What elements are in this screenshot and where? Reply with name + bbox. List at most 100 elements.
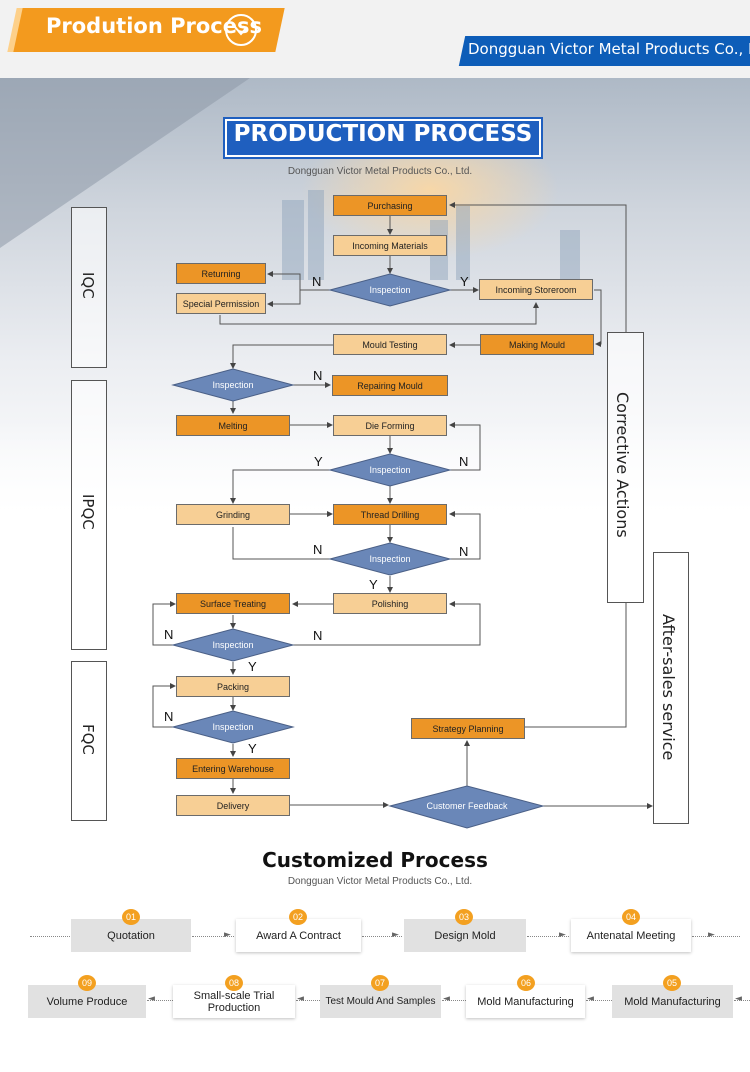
title-banner [225, 119, 541, 157]
building [560, 230, 580, 280]
node-die-forming: Die Forming [333, 415, 447, 436]
arrow-icon: ◄ [297, 994, 304, 1004]
step-mold-manufacturing-06: Mold Manufacturing [466, 985, 585, 1018]
node-incoming-materials: Incoming Materials [333, 235, 447, 256]
node-incoming-storeroom: Incoming Storeroom [479, 279, 593, 300]
dotted-connector [527, 936, 569, 937]
node-repairing-mould: Repairing Mould [332, 375, 448, 396]
dotted-connector [362, 936, 402, 937]
inspection-label: Inspection [212, 722, 254, 732]
dotted-connector [30, 936, 70, 937]
inspection-label: Inspection [212, 640, 254, 650]
building [282, 200, 304, 280]
building [456, 206, 470, 280]
decision-diamond [388, 785, 545, 829]
step-number: 04 [622, 909, 640, 925]
node-entering-warehouse: Entering Warehouse [176, 758, 290, 779]
dotted-connector [692, 936, 740, 937]
decision-diamond [328, 453, 452, 487]
dotted-connector [296, 1000, 320, 1001]
flow-connectors [152, 202, 653, 829]
node-special-permission: Special Permission [176, 293, 266, 314]
dotted-connector [586, 1000, 612, 1001]
after-sales-box [653, 552, 689, 824]
node-grinding: Grinding [176, 504, 290, 525]
step-small-scale-trial: Small-scale Trial Production [173, 985, 295, 1018]
stage-fqc-label: FQC [79, 724, 97, 755]
decision-diamond [328, 273, 452, 307]
customized-subtitle: Dongguan Victor Metal Products Co., Ltd. [287, 876, 473, 887]
node-strategy-planning: Strategy Planning [411, 718, 525, 739]
inspection-label: Inspection [369, 554, 411, 564]
node-polishing: Polishing [333, 593, 447, 614]
customer-feedback-label: Customer Feedback [426, 801, 508, 811]
stage-iqc [71, 207, 107, 368]
no-label: N [313, 368, 323, 383]
customized-title: Customized Process [262, 848, 488, 872]
step-number: 09 [78, 975, 96, 991]
decision-diamond [171, 710, 295, 744]
arrow-icon: ◄ [148, 994, 155, 1004]
step-mold-manufacturing-05: Mold Manufacturing [612, 985, 733, 1018]
yes-label: Y [369, 577, 378, 592]
stage-ipqc [71, 380, 107, 650]
node-returning: Returning [176, 263, 266, 284]
node-surface-treating: Surface Treating [176, 593, 290, 614]
arrow-icon: ◄ [587, 994, 594, 1004]
inspection-label: Inspection [369, 465, 411, 475]
dotted-connector [147, 1000, 173, 1001]
inspection-label: Inspection [212, 380, 254, 390]
node-making-mould: Making Mould [480, 334, 594, 355]
yes-label: Y [314, 454, 323, 469]
node-packing: Packing [176, 676, 290, 697]
step-design-mold: Design Mold [404, 919, 526, 952]
no-label: N [459, 544, 469, 559]
yes-label: Y [248, 741, 257, 756]
step-number: 02 [289, 909, 307, 925]
step-award-contract: Award A Contract [236, 919, 361, 952]
dotted-connector [734, 1000, 750, 1001]
decision-diamond [171, 368, 295, 402]
building [308, 190, 324, 280]
step-volume-produce: Volume Produce [28, 985, 146, 1018]
header-company: Dongguan Victor Metal Products Co., Ltd. [468, 40, 750, 58]
no-label: N [313, 628, 323, 643]
stage-ipqc-label: IPQC [79, 494, 97, 530]
node-melting: Melting [176, 415, 290, 436]
no-label: N [164, 709, 174, 724]
diagram-subtitle: Dongguan Victor Metal Products Co., Ltd. [287, 166, 473, 177]
step-number: 07 [371, 975, 389, 991]
yes-label: Y [460, 274, 469, 289]
decision-diamond [171, 628, 295, 662]
arrow-icon: ◄ [735, 994, 742, 1004]
step-number: 06 [517, 975, 535, 991]
arrow-icon: ► [224, 930, 231, 940]
arrow-icon: ► [392, 930, 399, 940]
step-number: 01 [122, 909, 140, 925]
step-test-mould: Test Mould And Samples [320, 985, 441, 1018]
step-number: 03 [455, 909, 473, 925]
chevron-down-icon[interactable] [225, 14, 257, 46]
dotted-connector [442, 1000, 466, 1001]
decision-diamond [328, 542, 452, 576]
node-thread-drilling: Thread Drilling [333, 504, 447, 525]
step-number: 08 [225, 975, 243, 991]
yes-label: Y [248, 659, 257, 674]
no-label: N [164, 627, 174, 642]
stage-iqc-label: IQC [79, 272, 97, 299]
roof-graphic [0, 78, 250, 248]
diagram-title: PRODUCTION PROCESS [233, 121, 533, 147]
no-label: N [312, 274, 322, 289]
corrective-actions-label: Corrective Actions [613, 392, 632, 538]
step-number: 05 [663, 975, 681, 991]
stage-fqc [71, 661, 107, 821]
no-label: N [459, 454, 469, 469]
node-delivery: Delivery [176, 795, 290, 816]
corrective-actions-box [607, 332, 644, 603]
top-header: Prodution Process Dongguan Victor Metal … [0, 0, 750, 78]
node-mould-testing: Mould Testing [333, 334, 447, 355]
arrow-icon: ◄ [443, 994, 450, 1004]
arrow-icon: ► [708, 930, 715, 940]
step-antenatal-meeting: Antenatal Meeting [571, 919, 691, 952]
dotted-connector [192, 936, 234, 937]
